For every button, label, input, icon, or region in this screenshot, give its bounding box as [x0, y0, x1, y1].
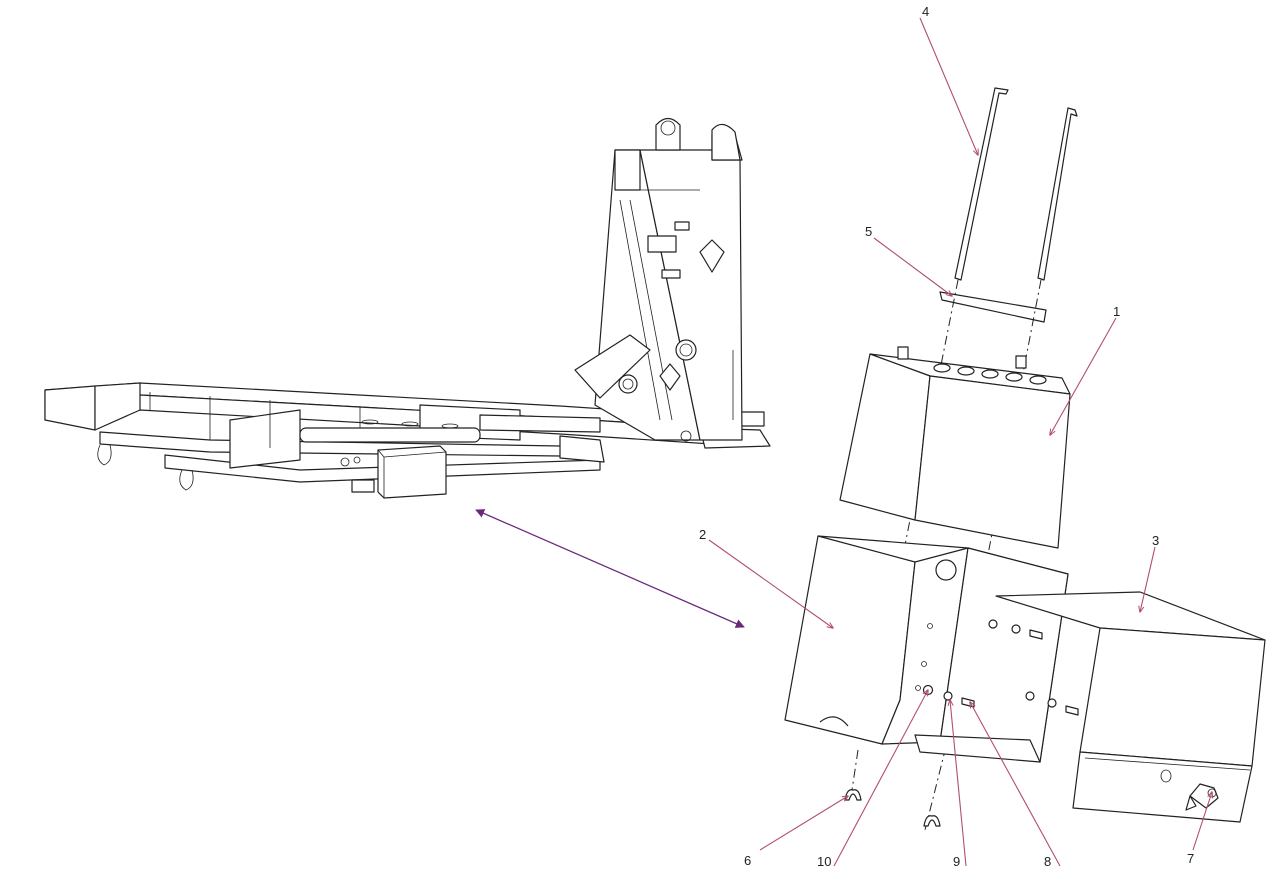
clip-right	[923, 815, 941, 827]
assembly-link-arrow	[475, 509, 745, 628]
callout-5: 5	[865, 224, 872, 239]
leader-lines	[708, 17, 1212, 867]
callout-9: 9	[953, 854, 960, 869]
clamp-bar	[939, 291, 1047, 323]
battery-cover	[995, 591, 1266, 823]
callout-7: 7	[1187, 851, 1194, 866]
hold-down-rods	[954, 87, 1078, 281]
callout-2: 2	[699, 527, 706, 542]
battery	[839, 346, 1071, 549]
battery-box	[784, 535, 1079, 763]
callout-3: 3	[1152, 533, 1159, 548]
callout-4: 4	[922, 4, 929, 19]
chassis-frame	[44, 117, 771, 499]
callout-10: 10	[817, 854, 831, 869]
callout-8: 8	[1044, 854, 1051, 869]
callout-6: 6	[744, 853, 751, 868]
callout-1: 1	[1113, 304, 1120, 319]
clip-left	[844, 789, 862, 801]
